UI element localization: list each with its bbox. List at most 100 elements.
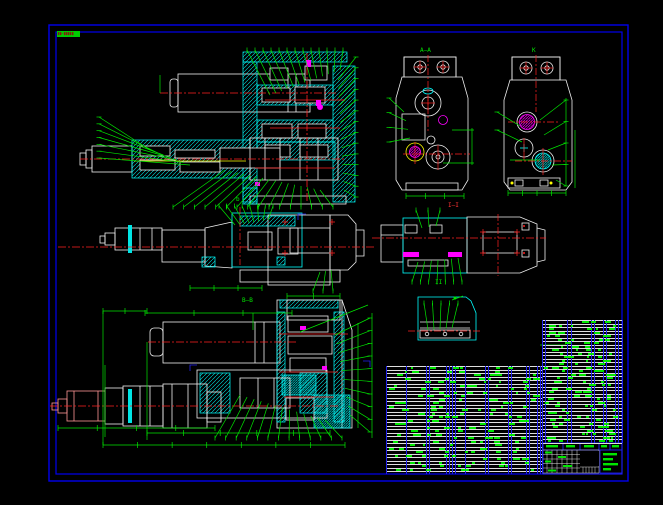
bom-text-mark [569,356,575,358]
bom-row-rule [386,394,542,395]
bom-text-mark [587,356,590,358]
bom-text-mark [563,419,570,421]
bom-text-mark [485,437,489,439]
bom-text-mark [482,458,487,460]
view-side-elevation [58,207,374,286]
bom-text-mark [596,398,600,400]
bom-text-mark [551,366,559,369]
bom-row-rule [542,337,622,339]
bom-text-mark [458,426,461,429]
bom-text-mark [558,331,565,334]
bom-text-mark [598,440,605,442]
bom-text-mark [604,321,612,323]
bom-text-mark [430,409,437,411]
bom-row-rule [542,439,622,440]
bom-row-rule [386,383,542,385]
bom-row-rule [542,421,622,423]
bom-row-rule [542,393,622,395]
bom-text-mark [549,328,555,330]
view-plan-section [372,214,546,276]
bom-text-mark [490,412,493,415]
bom-text-mark [587,429,593,432]
bom-column-rule [449,366,450,474]
bom-text-mark [424,381,432,383]
bom-text-mark [495,444,498,446]
bom-text-mark [554,335,560,337]
bom-text-mark [586,394,593,397]
bom-text-mark [430,367,437,369]
bom-text-mark [480,440,484,443]
bom-text-mark [432,440,440,443]
bom-text-mark [599,370,604,372]
bom-column-rule [618,320,619,443]
bom-text-mark [561,359,566,362]
bom-row-rule [542,435,622,437]
bom-text-mark [581,321,589,323]
bom-text-mark [586,349,592,351]
bom-text-mark [586,387,592,390]
view-label: b [236,196,240,203]
drawing-number-label: ▮▮-▮▮▮▮▮ [57,31,80,37]
bom-table-wide [386,366,543,474]
bom-row-rule [542,323,622,325]
bom-text-mark [496,367,500,369]
bom-text-mark [558,324,562,327]
bom-text-mark [509,402,513,404]
bom-text-mark [606,373,611,376]
bom-row-rule [542,372,622,374]
bom-text-mark [444,426,451,429]
view-label: I—I [448,202,459,209]
bom-text-mark [463,409,468,411]
centerlines [403,55,470,170]
bom-text-mark [427,433,431,436]
bom-column-rule [508,366,509,474]
bom-text-mark [447,370,452,373]
bom-text-mark [589,391,593,393]
bom-text-mark [586,342,590,344]
bom-text-mark [412,444,416,446]
bom-text-mark [588,422,594,425]
view-end-a [395,55,470,191]
bom-text-mark [519,419,526,422]
bom-column-rule [488,366,489,474]
bom-column-rule [567,320,568,443]
bom-column-rule [455,366,456,474]
bom-text-mark [490,398,498,401]
bom-column-rule [591,320,592,443]
bom-text-mark [433,402,440,404]
bom-text-mark [495,374,502,376]
bom-text-mark [531,468,535,471]
bom-text-mark [553,380,559,383]
bom-text-mark [559,422,563,425]
bom-text-mark [603,405,607,407]
bom-text-mark [464,451,469,453]
bom-text-mark [494,440,501,443]
bom-text-mark [477,409,482,411]
bom-text-mark [466,384,473,387]
bom-text-mark [596,419,602,421]
bom-text-mark [487,430,491,432]
bom-text-mark [513,458,520,460]
bom-text-mark [598,363,603,365]
bom-text-mark [596,419,599,421]
seal-details [300,326,327,370]
centerlines [372,214,546,276]
bom-text-mark [401,402,406,404]
bom-text-mark [416,451,423,453]
bom-text-mark [548,398,555,400]
bom-text-mark [578,370,583,372]
bom-row-rule [386,366,542,367]
bom-row-rule [386,453,542,455]
bom-text-mark [440,398,446,401]
bom-row-rule [386,457,542,458]
bom-text-mark [531,398,536,401]
bom-row-rule [386,369,542,371]
view-detail [408,296,481,341]
bom-text-mark [471,384,477,387]
bom-text-mark [554,331,557,334]
bom-text-mark [603,422,609,425]
bom-text-mark [459,398,462,401]
bom-text-mark [502,402,509,404]
bom-text-mark [544,401,549,404]
